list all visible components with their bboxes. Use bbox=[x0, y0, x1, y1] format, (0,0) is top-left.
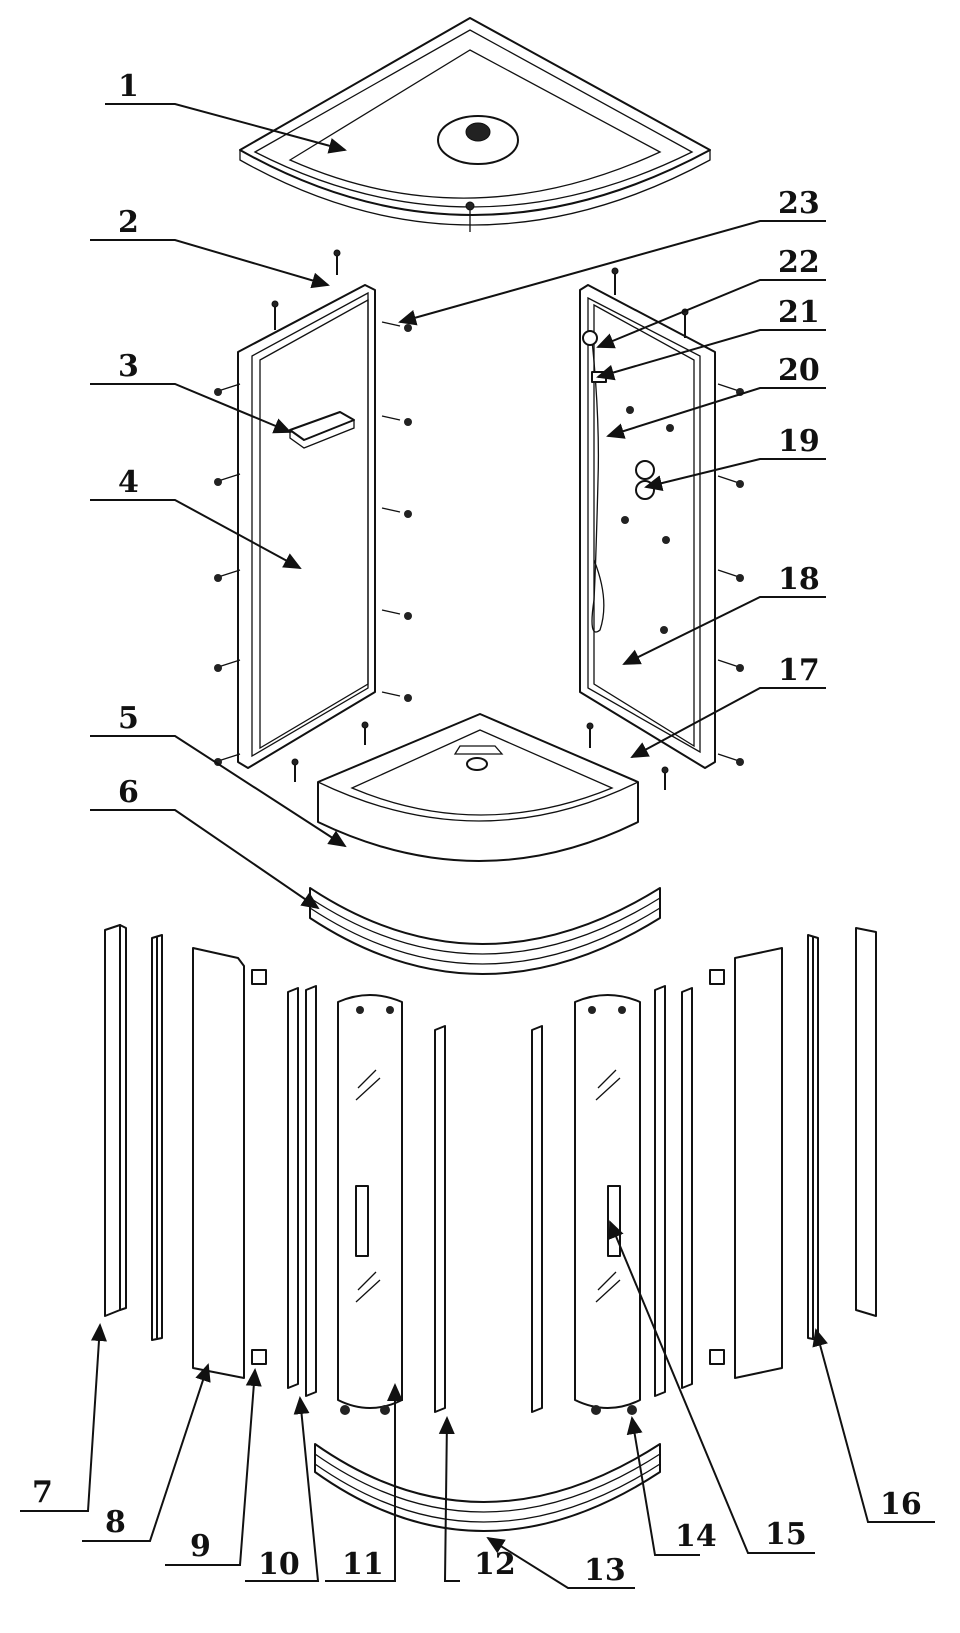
callout-20: 20 bbox=[778, 353, 820, 388]
callout-23: 23 bbox=[778, 186, 820, 221]
callout-labels: 1 2 3 4 5 6 7 8 9 10 11 12 13 14 15 16 1… bbox=[32, 69, 922, 1588]
leader-lines bbox=[20, 103, 935, 1589]
callout-4: 4 bbox=[118, 465, 139, 500]
callout-21: 21 bbox=[778, 295, 820, 330]
callout-15: 15 bbox=[765, 1517, 807, 1552]
callout-14: 14 bbox=[675, 1519, 717, 1554]
shower-tray bbox=[317, 713, 639, 862]
callout-3: 3 bbox=[118, 349, 139, 384]
callout-2: 2 bbox=[118, 205, 139, 240]
callout-11: 11 bbox=[342, 1547, 384, 1582]
callout-16: 16 bbox=[880, 1487, 922, 1522]
callout-22: 22 bbox=[778, 245, 820, 280]
callout-5: 5 bbox=[118, 701, 139, 736]
callout-9: 9 bbox=[190, 1529, 211, 1564]
left-wall-screws bbox=[214, 249, 412, 782]
callout-8: 8 bbox=[105, 1505, 126, 1540]
callout-17: 17 bbox=[778, 653, 820, 688]
callout-13: 13 bbox=[584, 1553, 626, 1588]
callout-19: 19 bbox=[778, 424, 820, 459]
upper-curved-track bbox=[309, 887, 661, 975]
callout-12: 12 bbox=[474, 1547, 516, 1582]
callout-7: 7 bbox=[32, 1475, 53, 1510]
right-wall-screws bbox=[586, 267, 744, 790]
callout-10: 10 bbox=[258, 1547, 300, 1582]
lower-curved-track bbox=[314, 1443, 661, 1532]
roof-cover bbox=[239, 17, 711, 232]
left-wall-panel bbox=[237, 284, 376, 769]
right-wall-panel bbox=[579, 284, 716, 769]
callout-6: 6 bbox=[118, 775, 139, 810]
callout-18: 18 bbox=[778, 562, 820, 597]
door-assembly bbox=[104, 924, 877, 1415]
callout-1: 1 bbox=[118, 69, 139, 104]
